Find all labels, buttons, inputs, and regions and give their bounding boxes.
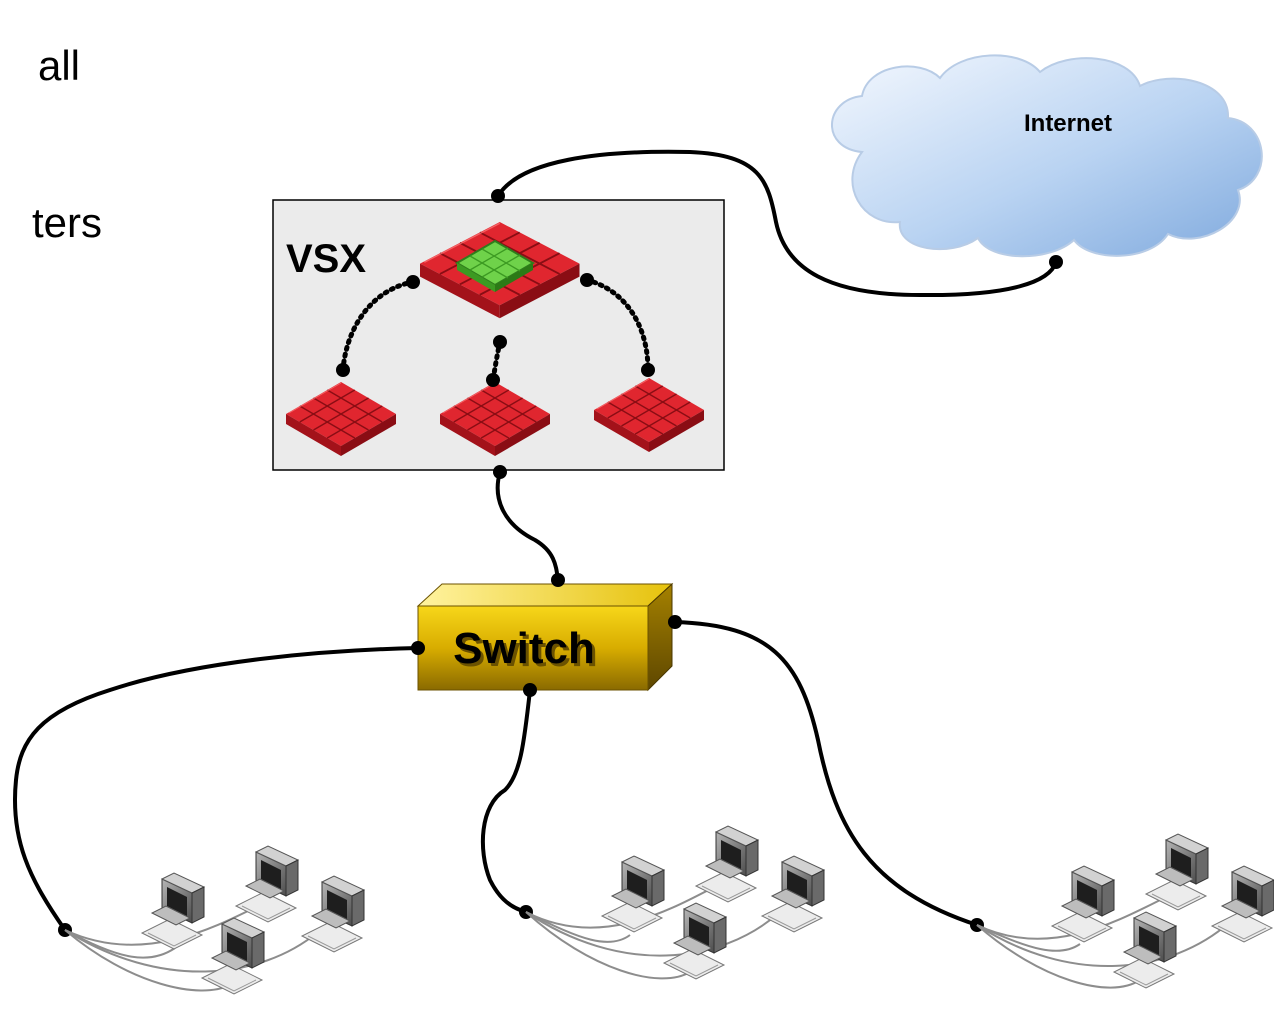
link-switch-group2 xyxy=(480,688,532,914)
computer-icon xyxy=(1113,911,1177,989)
computer-icon xyxy=(201,917,265,995)
computer-icon xyxy=(663,902,727,980)
internet-label: Internet xyxy=(1024,110,1112,137)
computer-icon xyxy=(1211,865,1274,943)
switch-icon: Switch Switch xyxy=(416,582,674,692)
workstation-group-1 xyxy=(64,845,365,995)
switch-label: Switch xyxy=(453,624,595,673)
computer-icon xyxy=(235,845,299,923)
computer-icon xyxy=(1145,833,1209,911)
workstation-group-3 xyxy=(976,833,1274,989)
network-links xyxy=(13,149,1058,932)
computer-icon xyxy=(301,875,365,953)
link-vsx-switch xyxy=(495,470,560,582)
link-switch-group3 xyxy=(673,620,979,927)
computer-icon xyxy=(695,825,759,903)
slide-text-fragment-1: all xyxy=(38,42,80,89)
computer-icon xyxy=(141,872,205,950)
internet-cloud-icon: Internet xyxy=(831,54,1263,258)
computer-icon xyxy=(1051,865,1115,943)
slide-text-fragment-2: ters xyxy=(32,199,102,246)
switch-label-shadow: Switch xyxy=(456,627,598,676)
link-vsx-internet xyxy=(496,149,1058,298)
link-switch-group1 xyxy=(13,646,420,932)
workstation-group-2 xyxy=(525,825,825,980)
computer-icon xyxy=(761,855,825,933)
virtual-system-icon xyxy=(455,239,535,292)
computer-icon xyxy=(601,855,665,933)
vsx-label: VSX xyxy=(286,237,366,281)
